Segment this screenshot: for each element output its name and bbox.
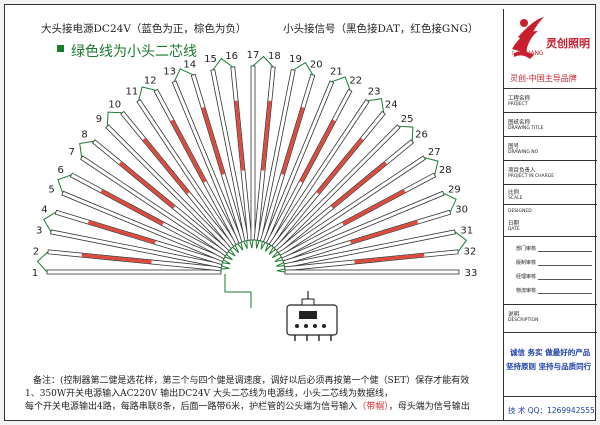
tube-number-label: 9 (96, 114, 102, 125)
controller-button (322, 324, 326, 328)
controller-connectors (294, 335, 332, 341)
green-wire-note: 绿色线为小头二芯线 (71, 44, 197, 60)
company-motto: 诚信 务实 做最好的产品 坚持原则 坚持与品质同行 (504, 333, 597, 397)
field-project-in-charge: 项目负责人 PROJECT IN CHARGE (504, 161, 597, 185)
tube-number-label: 8 (81, 130, 87, 141)
tube-red-segment (342, 189, 406, 226)
tube-number-label: 12 (144, 76, 157, 87)
controller-display (299, 311, 317, 319)
tube-number-label: 23 (368, 87, 381, 98)
tube-number-label: 32 (464, 247, 477, 258)
tube-number-label: 18 (268, 51, 281, 62)
tube-number-label: 17 (247, 50, 260, 61)
company-logo: L·CHUANG 灵创照明 灵创-中国主导品牌 (504, 9, 597, 89)
company-name-en: L·CHUANG (512, 50, 544, 57)
tube-red-segment (201, 106, 225, 175)
signature-area: 部门审核 版制审核 经理审核 物流审核 (504, 237, 597, 305)
tube-red-segment (261, 100, 272, 171)
signal-label: 小头接信号（黑色接DAT，红色接GNG） (283, 23, 479, 35)
note-line-3: 每个开关电源输出4路，每路串联8条，后面一路带6米，护栏管的公头端为信号输入（带… (25, 402, 470, 412)
tube-number-label: 3 (36, 226, 42, 237)
tube-red-segment (299, 119, 336, 183)
field-drawing-no: 图号 DRAWING NO (504, 137, 597, 161)
led-tube (250, 65, 256, 241)
tube-red-segment (350, 220, 419, 244)
hub-wire (220, 239, 286, 273)
green-data-wire (36, 55, 468, 273)
tube-number-label: 30 (455, 205, 468, 216)
led-tube (120, 110, 235, 250)
note-line-2: 1、350W开关电源输入AC220V 输出DC24V 大头二芯线为电源线，小头二… (25, 389, 393, 399)
tube-red-segment (87, 220, 156, 244)
tube-red-segment (142, 138, 190, 195)
tube-red-segment (81, 253, 152, 264)
controller-button (295, 324, 299, 328)
tube-red-segment (119, 161, 176, 209)
tube-number-label: 11 (126, 87, 139, 98)
led-controller-icon (286, 304, 338, 336)
tube-number-label: 24 (385, 100, 398, 111)
note-line-1: 备注：(控制器第二健是选花样，第三个与四个健是调速度，调好以后必须再按第一个健（… (33, 376, 470, 386)
tube-number-label: 25 (401, 114, 414, 125)
tube-number-label: 10 (108, 100, 121, 111)
tube-number-label: 29 (448, 185, 461, 196)
lchuang-logo-icon (512, 17, 544, 59)
bullet-marker (57, 45, 64, 52)
tube-red-segment (234, 100, 245, 171)
led-tube (284, 269, 460, 275)
tube-number-label: 19 (289, 54, 302, 65)
field-scale: 比例 SCALE (504, 185, 597, 205)
tube-number-label: 5 (48, 185, 54, 196)
tube-number-label: 6 (58, 165, 64, 176)
tube-number-label: 7 (69, 147, 75, 158)
tube-number-label: 31 (460, 226, 473, 237)
field-remark: 说明 DESCRIPTION (504, 305, 597, 333)
tech-qq: 技 术 QQ：1269942555 (508, 406, 595, 415)
tube-red-segment (316, 138, 364, 195)
tube-number-label: 2 (33, 247, 39, 258)
tube-number-label: 13 (163, 67, 176, 78)
controller-button (304, 324, 308, 328)
tube-number-label: 27 (428, 147, 441, 158)
tube-red-segment (170, 119, 207, 183)
tube-red-segment (100, 189, 164, 226)
tube-number-label: 14 (183, 59, 196, 70)
tube-red-segment (354, 253, 425, 264)
led-tube (46, 269, 222, 275)
company-slogan: 灵创-中国主导品牌 (510, 74, 577, 83)
company-name-cn: 灵创照明 (546, 37, 590, 50)
tube-number-label: 21 (330, 67, 343, 78)
controller-button (313, 324, 317, 328)
tube-number-label: 20 (310, 59, 323, 70)
tube-number-label: 16 (225, 51, 238, 62)
tube-number-label: 15 (204, 54, 217, 65)
power-label: 大头接电源DC24V（蓝色为正，棕色为负） (41, 23, 247, 35)
tube-number-label: 28 (439, 165, 452, 176)
controller-feed-wire (224, 274, 252, 308)
tube-number-label: 1 (32, 268, 38, 279)
tube-number-label: 4 (41, 205, 47, 216)
title-block: L·CHUANG 灵创照明 灵创-中国主导品牌 工程名称 PROJECT 图纸名… (503, 9, 597, 421)
tube-number-label: 26 (415, 130, 428, 141)
tube-red-segment (330, 161, 387, 209)
field-project: 工程名称 PROJECT (504, 89, 597, 113)
field-drawing-title: 图纸名称 DRAWING TITLE (504, 113, 597, 137)
tube-number-label: 22 (349, 76, 362, 87)
tube-number-label: 33 (465, 268, 478, 279)
field-designed: DESIGNED 日期 DATE (504, 205, 597, 237)
controller-antenna-base (301, 298, 315, 306)
tube-red-segment (281, 106, 305, 175)
